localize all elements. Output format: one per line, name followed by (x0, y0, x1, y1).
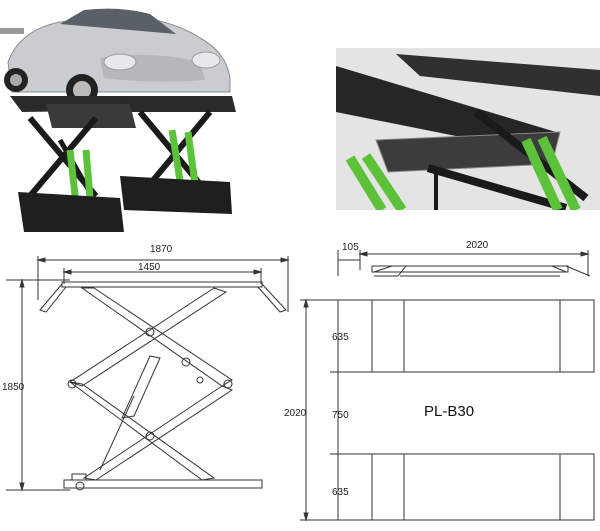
dim-ramp-length: 105 (342, 242, 359, 253)
car-lift-photo (0, 0, 240, 240)
dim-platform-depth-bottom: 635 (332, 487, 349, 498)
dim-platform-width: 1450 (138, 262, 161, 273)
dim-overall-depth: 2020 (284, 408, 307, 419)
dim-overall-width: 1870 (150, 244, 173, 255)
dim-lift-height: 1850 (2, 382, 25, 393)
dim-gap: 750 (332, 410, 349, 421)
dim-overall-length: 2020 (466, 240, 489, 251)
model-label: PL-B30 (424, 403, 474, 420)
platform-closeup-photo (336, 48, 600, 210)
dim-platform-depth-top: 635 (332, 332, 349, 343)
